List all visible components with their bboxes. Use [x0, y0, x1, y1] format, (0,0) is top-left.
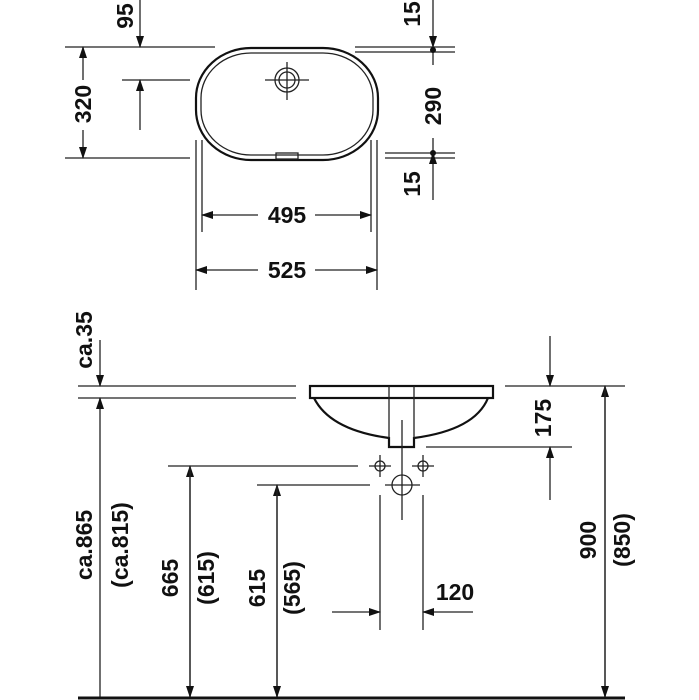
dim-320: 320 [70, 85, 96, 123]
dim-95: 95 [112, 3, 138, 29]
dim-ca815: (ca.815) [107, 502, 133, 588]
dim-495: 495 [268, 202, 307, 228]
dim-900: 900 [575, 521, 601, 559]
dim-120: 120 [436, 579, 474, 605]
dim-850: (850) [609, 513, 635, 567]
dim-615: 615 [244, 569, 270, 608]
basin-side-outline [308, 384, 495, 520]
dim-615-paren: (615) [193, 551, 219, 605]
dim-665: 665 [157, 559, 183, 598]
overflow-icon [275, 152, 299, 160]
dim-565: (565) [279, 561, 305, 615]
dim-ca35: ca.35 [71, 311, 97, 369]
dim-ca865: ca.865 [71, 510, 97, 581]
dim-175: 175 [530, 399, 556, 438]
water-connection-icons [369, 455, 434, 496]
dim-15-top: 15 [399, 1, 425, 27]
basin-top-outline [194, 46, 380, 162]
side-view: ca.35 175 ca.865 (ca.815) 665 (615) 615 … [71, 311, 635, 700]
top-view: 95 320 15 290 15 495 525 [65, 0, 455, 290]
dim-525: 525 [268, 257, 307, 283]
dim-15-bottom: 15 [399, 171, 425, 197]
dim-290: 290 [420, 87, 446, 125]
